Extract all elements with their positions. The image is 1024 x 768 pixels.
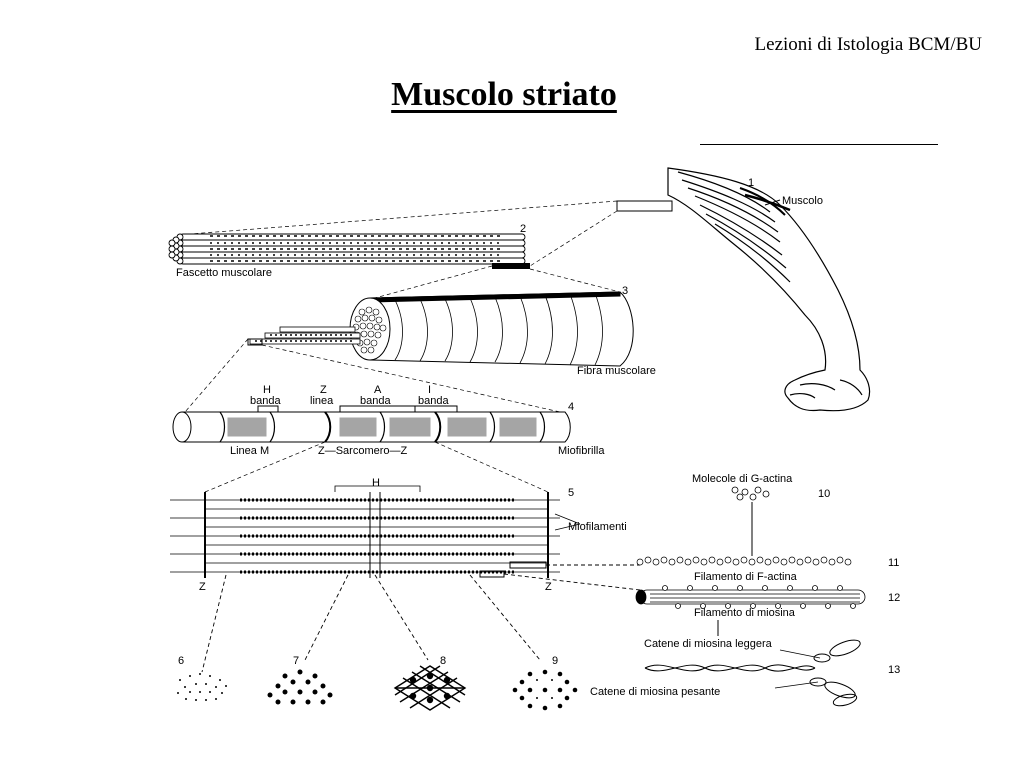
label-leggera: Catene di miosina leggera [644,638,773,650]
label-banda-i: banda [418,395,449,407]
label-muscolo: Muscolo [782,195,823,207]
label-banda-h: banda [250,395,281,407]
label-miosina: Filamento di miosina [694,607,796,619]
num-13: 13 [888,664,900,676]
label-linea-z: linea [310,395,334,407]
num-4: 4 [568,401,574,413]
cross-section-8 [393,665,467,711]
fascetto-bundle [168,233,526,265]
slide-title: Muscolo striato [391,76,617,113]
label-f-actina: Filamento di F-actina [694,571,798,583]
f-actin-filament [636,556,852,566]
zoom-lines-3 [184,338,561,493]
miofibrilla [172,411,571,443]
letter-h-top: H [372,477,380,489]
myosin-filament [635,585,866,609]
label-fibra: Fibra muscolare [577,365,656,377]
cross-section-9 [512,669,578,711]
h-band-bracket [257,405,279,413]
num-11: 11 [888,557,899,569]
header-rule [700,144,938,145]
cross-section-7 [267,669,333,705]
sarcomere-myofilaments [170,485,581,578]
section-lines [201,564,641,673]
label-z-right: Z [545,581,552,593]
arm-sample-box [616,200,673,212]
arm-illustration [667,167,871,412]
num-6: 6 [178,655,184,667]
letter-z: Z [320,384,327,396]
course-header: Lezioni di Istologia BCM/BU [754,34,982,55]
num-12: 12 [888,592,900,604]
label-banda-a: banda [360,395,391,407]
num-8: 8 [440,655,446,667]
i-band-bracket [414,405,458,413]
label-linea-m: Linea M [230,445,269,457]
letter-a: A [374,384,382,396]
fibra-cylinder [349,291,634,367]
label-pesante: Catene di miosina pesante [590,686,720,698]
num-9: 9 [552,655,558,667]
num-3: 3 [622,285,628,297]
label-miofibrilla: Miofibrilla [558,445,605,457]
label-miofilamenti: Miofilamenti [568,521,627,533]
fascetto-sample-box [492,263,530,269]
myosin-molecule [644,639,861,707]
num-5: 5 [568,487,574,499]
num-1: 1 [748,177,754,189]
cross-section-6 [177,673,227,701]
zoom-lines-1 [189,200,618,267]
num-7: 7 [293,655,299,667]
num-10: 10 [818,488,830,500]
num-2: 2 [520,223,526,235]
zoom-lines-2 [374,265,621,299]
fibra-fibrils-extending [249,326,361,345]
g-actin-molecules [731,486,770,501]
letter-h: H [263,384,271,396]
letter-i: I [428,384,431,396]
label-g-actina: Molecole di G-actina [692,473,793,485]
label-z-left: Z [199,581,206,593]
label-sarcomero: Z—Sarcomero—Z [318,445,408,457]
label-fascetto: Fascetto muscolare [176,267,272,279]
fibril-sample-box [247,338,263,346]
